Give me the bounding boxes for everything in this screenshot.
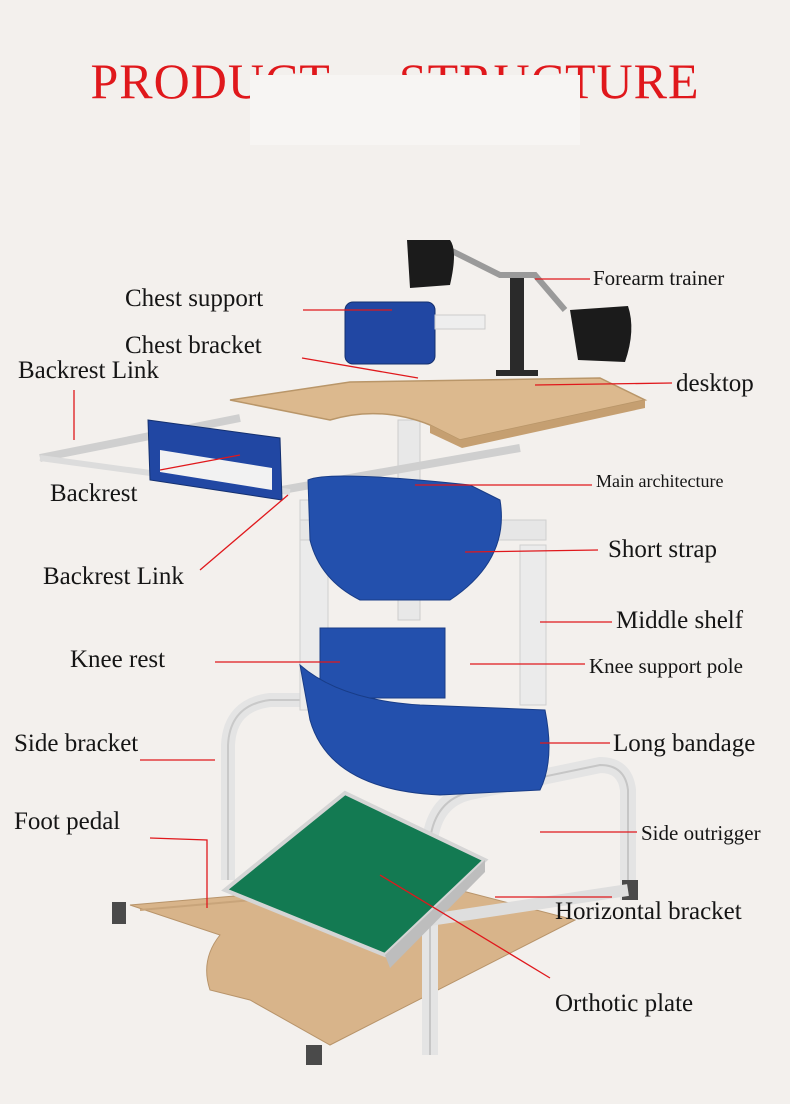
leader-lines bbox=[73, 278, 673, 979]
horizontal-bracket-bar bbox=[429, 884, 629, 926]
forearm-handle-right bbox=[570, 306, 632, 362]
desktop-edge bbox=[430, 400, 645, 448]
label-knee-rest: Knee rest bbox=[70, 646, 166, 673]
label-forearm-trainer: Forearm trainer bbox=[593, 266, 725, 290]
long-bandage bbox=[299, 663, 550, 796]
chest-bracket-bar bbox=[434, 314, 486, 330]
base-board bbox=[129, 879, 577, 1046]
label-foot-pedal: Foot pedal bbox=[14, 808, 121, 835]
label-side-bracket: Side bracket bbox=[14, 730, 139, 757]
orthotic-plate-edge bbox=[385, 860, 485, 968]
label-knee-support-pole: Knee support pole bbox=[589, 654, 743, 678]
label-desktop: desktop bbox=[676, 370, 754, 397]
label-middle-shelf: Middle shelf bbox=[616, 607, 744, 634]
forearm-trainer-base bbox=[496, 370, 538, 376]
leader-short-strap bbox=[464, 549, 599, 553]
foot-cap-left bbox=[112, 902, 126, 924]
label-short-strap: Short strap bbox=[608, 536, 718, 563]
forearm-handle-left bbox=[407, 240, 454, 288]
label-horizontal-bracket: Horizontal bracket bbox=[555, 898, 742, 925]
chest-support-pad bbox=[344, 301, 436, 365]
label-chest-bracket: Chest bracket bbox=[125, 332, 262, 359]
leader-foot-pedal bbox=[149, 837, 208, 908]
side-bracket-left-edge bbox=[227, 699, 310, 880]
leader-backrest bbox=[159, 454, 241, 471]
backrest-plate bbox=[160, 450, 272, 490]
forearm-trainer-crank bbox=[438, 242, 568, 312]
short-strap bbox=[307, 475, 502, 601]
forearm-trainer-post bbox=[510, 275, 524, 375]
label-orthotic-plate: Orthotic plate bbox=[555, 990, 694, 1017]
label-backrest-link-bottom: Backrest Link bbox=[43, 563, 184, 590]
label-chest-support: Chest support bbox=[125, 285, 264, 312]
label-backrest-link-top: Backrest Link bbox=[18, 357, 159, 384]
label-side-outrigger: Side outrigger bbox=[641, 821, 761, 845]
label-backrest: Backrest bbox=[50, 480, 138, 507]
middle-shelf-post bbox=[519, 544, 547, 706]
backrest-link-bar-upper bbox=[39, 414, 241, 462]
leader-desktop bbox=[534, 382, 673, 386]
label-main-architecture: Main architecture bbox=[596, 471, 724, 491]
title-backdrop bbox=[250, 75, 580, 145]
label-long-bandage: Long bandage bbox=[613, 730, 756, 757]
foot-cap-front bbox=[306, 1045, 322, 1065]
leader-backrest-link-bottom bbox=[199, 494, 289, 571]
knee-rest-pad bbox=[319, 627, 446, 699]
leader-orthotic-plate bbox=[379, 874, 551, 979]
leader-chest-bracket bbox=[301, 357, 419, 379]
desktop-board bbox=[229, 377, 648, 441]
